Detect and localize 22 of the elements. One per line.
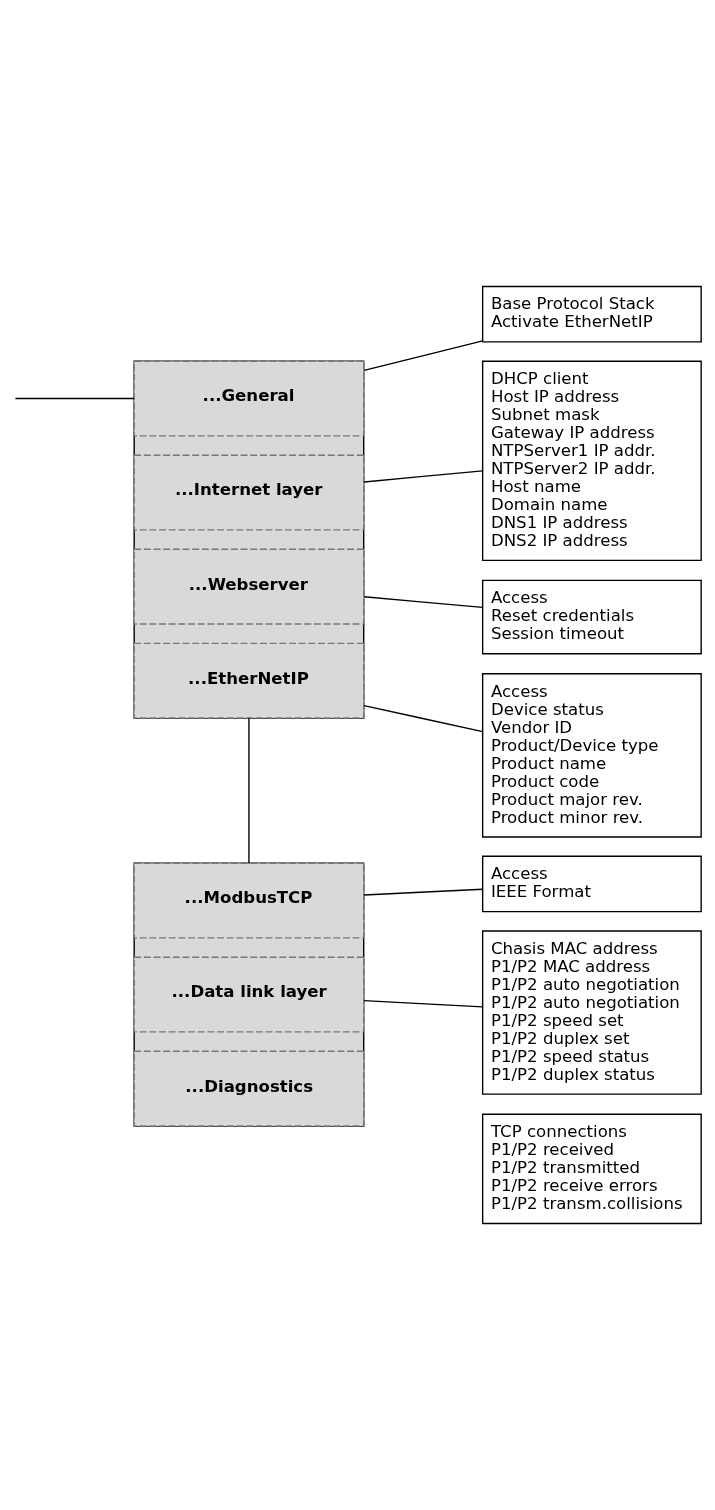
node-box: Access Reset credentials Session timeout — [481, 579, 702, 655]
connector — [363, 888, 484, 896]
connector — [363, 340, 484, 372]
connector — [363, 704, 484, 733]
node-box: ...Internet layer — [133, 454, 365, 531]
node-box: ...General — [133, 360, 365, 437]
connector — [363, 470, 484, 483]
node-box: ...Webserver — [133, 548, 365, 625]
node-box: ...EtherNetIP — [133, 642, 365, 719]
connector — [248, 717, 250, 864]
node-box: TCP connections P1/P2 received P1/P2 transmitted P1/P2 receive errors P1/P2 transm.collisions — [481, 1113, 702, 1225]
node-box: Access IEEE Format — [481, 855, 702, 913]
node-box: DHCP client Host IP address Subnet mask Gateway IP address NTPServer1 IP addr. NTPServer2 IP addr. Host name Domain name DNS1 IP address DNS2 IP address — [481, 360, 702, 562]
node-box: ...Data link layer — [133, 956, 365, 1033]
connector — [363, 596, 484, 609]
connector — [14, 397, 135, 400]
node-box: Base Protocol Stack Activate EtherNetIP — [481, 285, 702, 343]
node-box: ...Diagnostics — [133, 1050, 365, 1127]
connector — [363, 999, 484, 1008]
node-box: Access Device status Vendor ID Product/Device type Product name Product code Product major rev. Product minor rev. — [481, 673, 702, 838]
node-box: ...ModbusTCP — [133, 862, 365, 939]
node-box: Chasis MAC address P1/P2 MAC address P1/P2 auto negotiation P1/P2 auto negotiation P1/P2 speed set P1/P2 duplex set P1/P2 speed status P1/P2 duplex status — [481, 930, 702, 1095]
